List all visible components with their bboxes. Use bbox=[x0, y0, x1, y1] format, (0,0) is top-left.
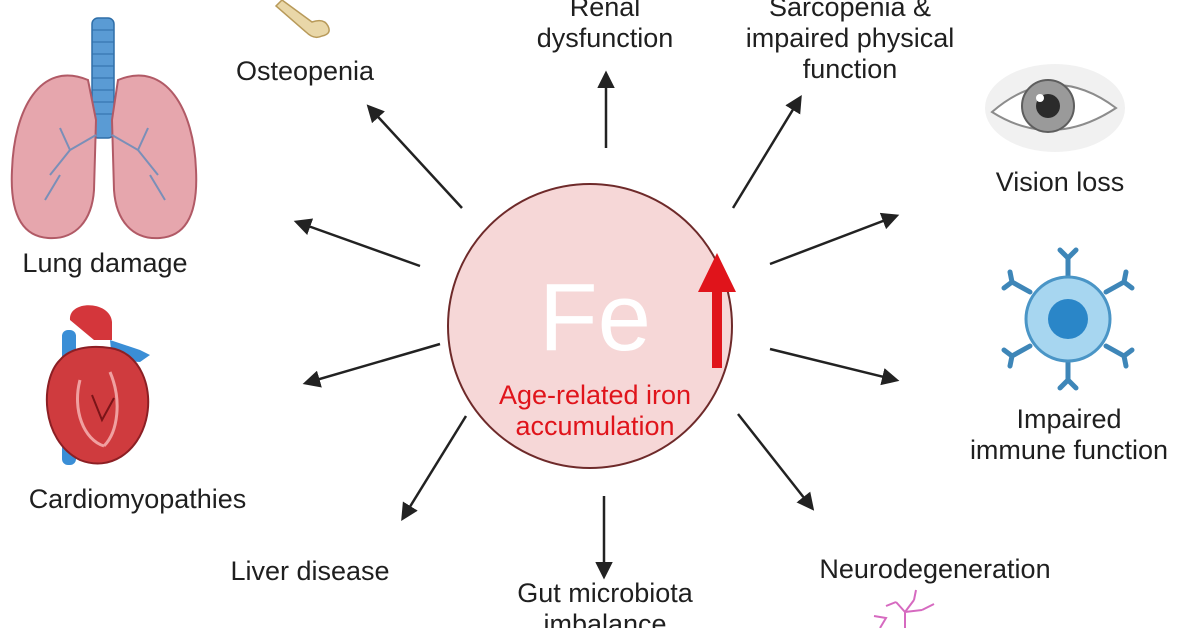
label-gut: Gut microbiota imbalance bbox=[517, 578, 693, 628]
label-vision: Vision loss bbox=[995, 167, 1125, 197]
label-renal: Renal dysfunction bbox=[536, 0, 674, 53]
label-osteopenia: Osteopenia bbox=[235, 56, 375, 86]
neuron-icon bbox=[873, 589, 935, 628]
arrow-cardio bbox=[302, 342, 441, 388]
arrow-osteopenia bbox=[366, 104, 463, 209]
iron-symbol: Fe bbox=[539, 264, 652, 371]
eye-icon bbox=[985, 64, 1125, 152]
label-lung: Lung damage bbox=[22, 248, 188, 278]
label-cardio: Cardiomyopathies bbox=[28, 484, 247, 514]
label-immune: Impaired immune function bbox=[969, 404, 1169, 465]
arrow-immune bbox=[769, 347, 900, 386]
label-sarcopenia: Sarcopenia & impaired physical function bbox=[745, 0, 955, 84]
bone-icon bbox=[274, 0, 330, 39]
arrow-vision bbox=[769, 212, 900, 266]
label-neuro: Neurodegeneration bbox=[819, 554, 1051, 584]
arrow-lung bbox=[293, 218, 421, 268]
arrow-sarcopenia bbox=[731, 95, 802, 209]
arrow-neuro bbox=[737, 413, 815, 511]
center-caption: Age-related iron accumulation bbox=[498, 380, 692, 441]
heart-icon bbox=[45, 305, 150, 465]
increase-arrow-icon bbox=[698, 253, 736, 368]
lungs-icon bbox=[10, 17, 198, 240]
label-liver: Liver disease bbox=[230, 556, 390, 586]
immune-cell-icon bbox=[1001, 247, 1135, 391]
center-circle bbox=[447, 183, 733, 469]
arrow-liver bbox=[401, 415, 468, 521]
radial-arrows bbox=[293, 70, 900, 580]
